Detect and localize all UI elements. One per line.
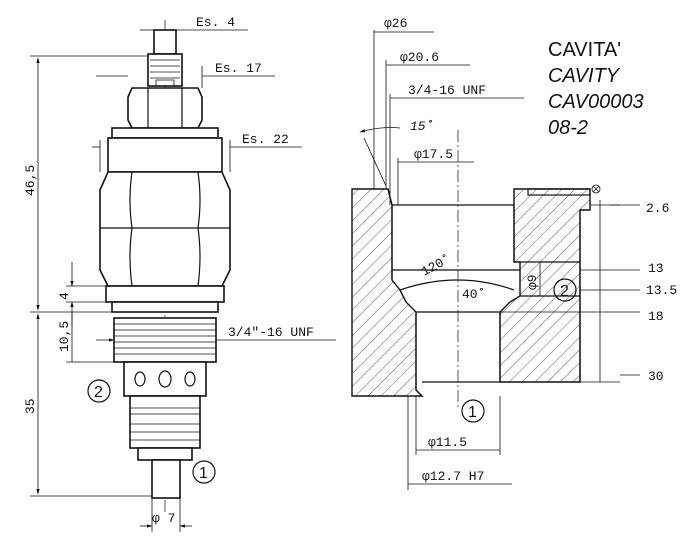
label-depth-2-6: 2.6	[646, 201, 669, 216]
upper-body	[107, 137, 223, 173]
label-35: 35	[23, 398, 38, 414]
label-d11-5: φ11.5	[428, 435, 467, 450]
dim-depths: 2.6 13 13.5 18 30	[500, 184, 677, 384]
dim-es4: Es. 4	[140, 15, 248, 31]
label-es17: Es. 17	[215, 61, 262, 76]
label-d9: φ9	[525, 274, 540, 290]
dim-d26: φ26	[373, 16, 434, 189]
label-depth-13: 13	[648, 261, 664, 276]
screw-thread	[147, 53, 183, 87]
port2-body	[123, 361, 207, 397]
neck	[111, 127, 219, 139]
dim-angle-15: 15˚	[359, 119, 433, 187]
label-angle-120: 120˚	[419, 252, 454, 280]
label-10-5: 10,5	[57, 321, 72, 352]
label-es22: Es. 22	[242, 132, 289, 147]
label-d12-7: φ12.7 H7	[422, 469, 484, 484]
title-line-2: CAVITY	[548, 65, 621, 87]
locknut-hex	[127, 87, 203, 129]
dim-es22: Es. 22	[92, 132, 302, 172]
label-cavity-thread: 3/4-16 UNF	[408, 83, 486, 98]
label-depth-18: 18	[648, 309, 664, 324]
dim-dia-7: φ 7	[140, 498, 192, 532]
title-line-4: 08-2	[548, 117, 588, 139]
title-line-1: CAVITA'	[548, 39, 621, 61]
label-d20-6: φ20.6	[400, 50, 439, 65]
label-depth-30: 30	[648, 369, 664, 384]
flange-step	[111, 301, 219, 313]
valve-cartridge: Es. 4 Es. 17 Es. 22 3/4"-16 UNF	[23, 15, 336, 532]
valve-port-2: 2	[87, 379, 111, 403]
dim-d12-7: φ12.7 H7	[407, 396, 512, 490]
label-valve-thread: 3/4"-16 UNF	[228, 325, 314, 340]
label-cavity-port-2: 2	[560, 283, 569, 300]
body-hex	[99, 171, 231, 287]
nose	[151, 459, 181, 499]
label-dia-7: φ 7	[152, 511, 175, 526]
cavity-outline	[387, 188, 591, 397]
dim-cavity-thread: 3/4-16 UNF	[389, 83, 524, 205]
title-line-3: CAV00003	[548, 91, 644, 113]
label-d17-5: φ17.5	[414, 147, 453, 162]
label-46-5: 46,5	[23, 165, 38, 196]
dim-vertical-left: 46,5 4 10,5 35	[23, 55, 152, 497]
label-valve-port-2: 2	[94, 384, 103, 401]
label-valve-port-1: 1	[199, 465, 208, 482]
valve-thread-zone	[113, 317, 217, 363]
dim-es17: Es. 17	[96, 61, 275, 88]
cavity-title: CAVITA' CAVITY CAV00003 08-2	[548, 39, 644, 139]
cavity-section: φ26 φ20.6 3/4-16 UNF 15˚ φ17.5 120˚ 40˚	[351, 16, 677, 490]
label-depth-13-5: 13.5	[646, 283, 677, 298]
dim-d9: φ9	[525, 262, 541, 296]
label-4: 4	[57, 292, 72, 300]
label-es4: Es. 4	[196, 15, 235, 30]
label-d26: φ26	[384, 16, 407, 31]
label-angle-15: 15˚	[410, 119, 433, 134]
valve-port-1: 1	[192, 460, 216, 484]
dim-d20-6: φ20.6	[385, 50, 470, 189]
adjust-screw	[153, 29, 177, 55]
label-cavity-port-1: 1	[468, 404, 477, 421]
dim-valve-thread: 3/4"-16 UNF	[96, 325, 336, 342]
cavity-port-1: 1	[461, 399, 485, 423]
dim-d11-5: φ11.5	[415, 396, 501, 455]
dim-d17-5: φ17.5	[397, 147, 474, 205]
cavity-port-2: 2	[553, 278, 577, 302]
flange	[105, 285, 225, 303]
label-angle-40: 40˚	[462, 287, 485, 302]
lower-body	[129, 395, 201, 461]
